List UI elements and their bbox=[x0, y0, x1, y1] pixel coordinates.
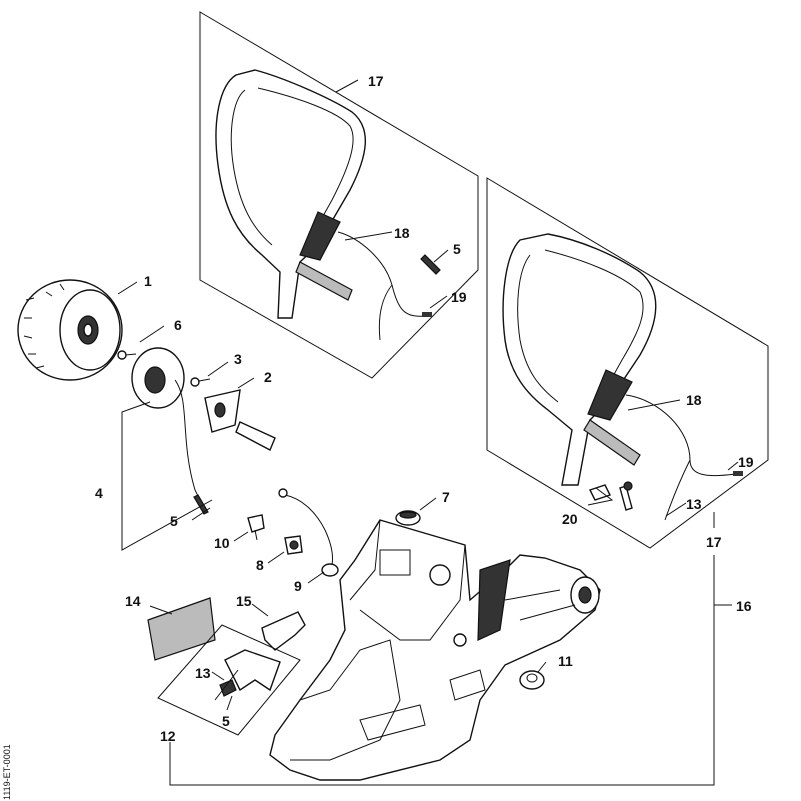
handlebar-upper bbox=[215, 69, 366, 319]
starter-pulley bbox=[131, 347, 209, 515]
flywheel bbox=[17, 279, 123, 381]
label-18b: 18 bbox=[686, 392, 702, 408]
clip-15 bbox=[261, 611, 306, 651]
label-12: 12 bbox=[160, 728, 176, 744]
label-17a: 17 bbox=[368, 73, 384, 89]
label-11: 11 bbox=[558, 653, 573, 669]
label-15: 15 bbox=[236, 593, 252, 609]
label-10: 10 bbox=[214, 535, 230, 551]
screw-3 bbox=[190, 377, 211, 387]
handlebar-lower bbox=[502, 233, 657, 486]
reference-code: 1119-ET-0001 bbox=[2, 744, 12, 800]
label-7: 7 bbox=[442, 489, 450, 505]
ignition-plate bbox=[204, 389, 276, 451]
label-5c: 5 bbox=[222, 713, 230, 729]
label-16: 16 bbox=[736, 598, 752, 614]
handle-box-upper bbox=[199, 11, 479, 379]
label-20: 20 bbox=[562, 511, 578, 527]
label-3: 3 bbox=[234, 351, 242, 367]
fitting-8 bbox=[284, 535, 303, 555]
leader-lines bbox=[117, 79, 739, 786]
nut-11 bbox=[519, 670, 545, 690]
label-13a: 13 bbox=[195, 665, 211, 681]
label-1: 1 bbox=[144, 273, 152, 289]
kit-box-12 bbox=[157, 624, 301, 736]
label-5a: 5 bbox=[170, 513, 178, 529]
screw-20 bbox=[589, 481, 633, 511]
label-19b: 19 bbox=[738, 454, 754, 470]
label-19a: 19 bbox=[451, 289, 467, 305]
label-6: 6 bbox=[174, 317, 182, 333]
screw-6 bbox=[117, 350, 137, 360]
label-18a: 18 bbox=[394, 225, 410, 241]
label-4: 4 bbox=[95, 485, 103, 501]
label-13b: 13 bbox=[686, 496, 702, 512]
label-8: 8 bbox=[256, 557, 264, 573]
cable-lower bbox=[625, 394, 743, 521]
screw-10 bbox=[247, 514, 265, 541]
crankcase-housing bbox=[269, 519, 601, 781]
part-labels: 1 2 3 4 5 5 5 6 7 8 9 10 11 12 13 13 14 … bbox=[95, 73, 754, 744]
label-17b: 17 bbox=[706, 534, 722, 550]
cable-upper bbox=[337, 231, 441, 341]
pad-14 bbox=[147, 597, 216, 661]
cable-9 bbox=[278, 488, 339, 577]
label-5b: 5 bbox=[453, 241, 461, 257]
label-9: 9 bbox=[294, 578, 302, 594]
label-2: 2 bbox=[264, 369, 272, 385]
label-14: 14 bbox=[125, 593, 141, 609]
handle-box-lower bbox=[486, 177, 769, 549]
damper-7 bbox=[395, 510, 421, 526]
